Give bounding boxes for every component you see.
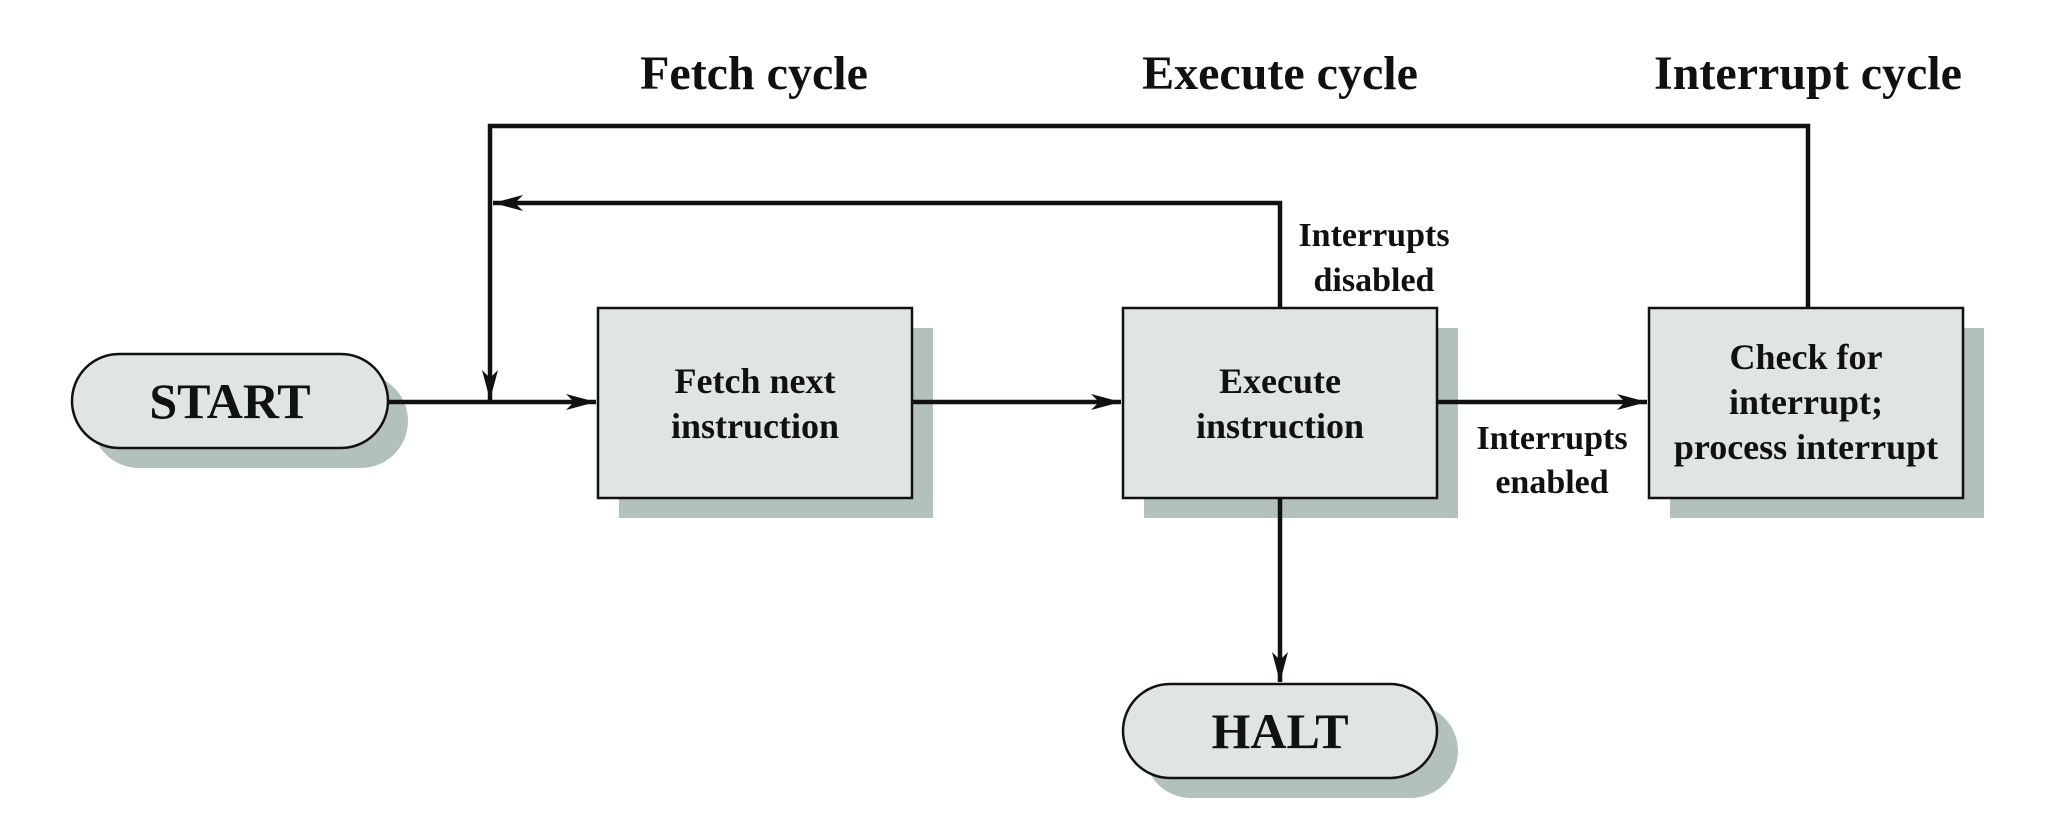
check-box-label-line2: interrupt; (1729, 382, 1883, 422)
heading-fetch-cycle: Fetch cycle (640, 47, 868, 100)
start-label: START (149, 373, 310, 429)
check-box-label-line1: Check for (1730, 337, 1883, 377)
execute-instruction-box (1121, 306, 1439, 500)
check-for-interrupt-box (1647, 306, 1965, 500)
heading-interrupt-cycle: Interrupt cycle (1654, 47, 1962, 100)
check-box-label-line3: process interrupt (1674, 427, 1938, 467)
halt-label: HALT (1211, 703, 1348, 759)
heading-execute-cycle: Execute cycle (1142, 47, 1418, 100)
fetch-box-label-line2: instruction (671, 406, 839, 446)
interrupts-enabled-label-line2: enabled (1495, 464, 1608, 501)
interrupts-disabled-label-line1: Interrupts (1298, 217, 1449, 254)
halt-node (1121, 682, 1439, 780)
execute-box-label-line1: Execute (1219, 361, 1341, 401)
execute-box-label-line2: instruction (1196, 406, 1364, 446)
fetch-box-label-line1: Fetch next (675, 361, 836, 401)
arrow-interrupts-disabled-return (493, 195, 1283, 308)
interrupts-enabled-label-line1: Interrupts (1476, 420, 1627, 457)
interrupts-disabled-label-line2: disabled (1314, 262, 1435, 299)
fetch-next-instruction-box (596, 306, 914, 500)
arrow-interrupt-return (482, 123, 1811, 400)
